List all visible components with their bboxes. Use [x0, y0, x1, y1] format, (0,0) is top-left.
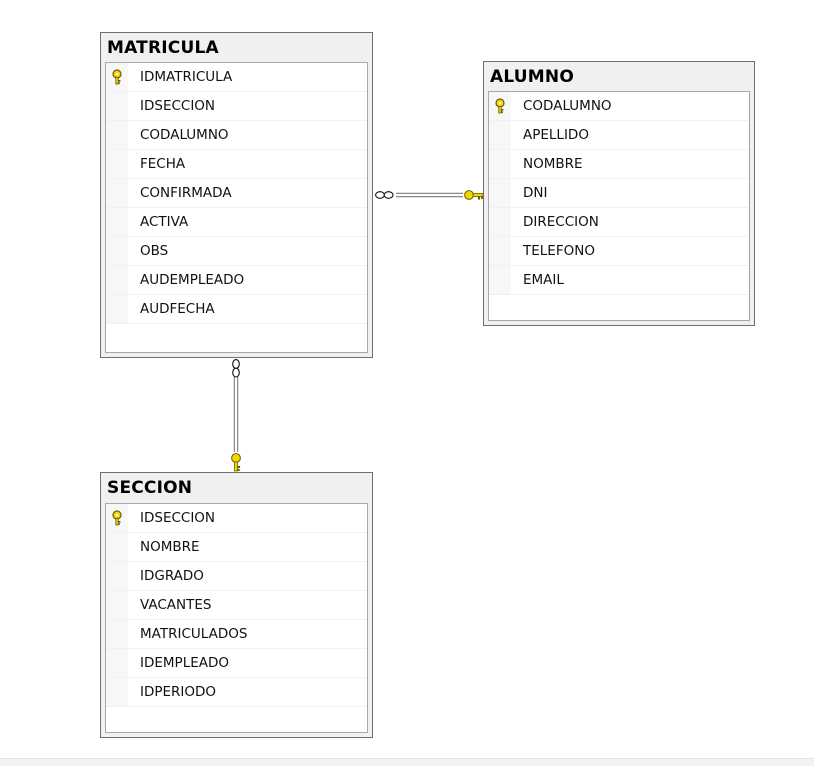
- field-row[interactable]: DIRECCION: [489, 208, 749, 237]
- field-name: VACANTES: [140, 597, 212, 613]
- table-title: ALUMNO: [490, 67, 574, 87]
- row-selector: [489, 237, 511, 265]
- field-name: CODALUMNO: [140, 127, 229, 143]
- row-selector: [106, 208, 128, 236]
- field-row[interactable]: IDSECCION: [106, 504, 367, 533]
- field-grid: CODALUMNO APELLIDO NOMBRE DNI DIRECCION …: [488, 91, 750, 321]
- field-row[interactable]: NOMBRE: [489, 150, 749, 179]
- field-row[interactable]: IDMATRICULA: [106, 63, 367, 92]
- field-row[interactable]: DNI: [489, 179, 749, 208]
- bottom-edge: [0, 758, 814, 766]
- field-name: DNI: [523, 185, 548, 201]
- row-selector: [489, 92, 511, 120]
- table-seccion[interactable]: SECCION IDSECCION NOMBRE: [100, 472, 373, 738]
- field-name: IDSECCION: [140, 510, 216, 526]
- key-icon: [112, 510, 122, 526]
- field-name: IDMATRICULA: [140, 69, 233, 85]
- field-name: NOMBRE: [523, 156, 583, 172]
- relationship-matricula-seccion[interactable]: [231, 359, 241, 472]
- row-selector: [106, 620, 128, 648]
- row-selector: [106, 266, 128, 294]
- field-name: CONFIRMADA: [140, 185, 232, 201]
- infinity-icon: [232, 359, 240, 378]
- row-selector: [106, 649, 128, 677]
- table-title: SECCION: [107, 478, 193, 498]
- field-row[interactable]: IDPERIODO: [106, 678, 367, 707]
- field-row[interactable]: TELEFONO: [489, 237, 749, 266]
- row-selector: [489, 208, 511, 236]
- table-matricula[interactable]: MATRICULA IDMATRICULA IDSECCION: [100, 32, 373, 358]
- field-row[interactable]: APELLIDO: [489, 121, 749, 150]
- field-name: IDGRADO: [140, 568, 204, 584]
- field-name: IDPERIODO: [140, 684, 217, 700]
- field-name: DIRECCION: [523, 214, 599, 230]
- row-selector: [106, 533, 128, 561]
- field-name: OBS: [140, 243, 169, 259]
- field-row[interactable]: IDEMPLEADO: [106, 649, 367, 678]
- row-selector: [106, 678, 128, 706]
- row-selector: [106, 179, 128, 207]
- relationship-matricula-alumno[interactable]: [375, 190, 484, 200]
- row-selector: [106, 591, 128, 619]
- field-row[interactable]: IDGRADO: [106, 562, 367, 591]
- field-row[interactable]: OBS: [106, 237, 367, 266]
- field-name: MATRICULADOS: [140, 626, 248, 642]
- field-row[interactable]: FECHA: [106, 150, 367, 179]
- row-selector: [106, 92, 128, 120]
- key-icon: [112, 69, 122, 85]
- field-row[interactable]: CODALUMNO: [489, 92, 749, 121]
- key-icon: [495, 98, 505, 114]
- field-name: IDSECCION: [140, 98, 216, 114]
- field-name: CODALUMNO: [523, 98, 612, 114]
- field-row[interactable]: AUDFECHA: [106, 295, 367, 324]
- row-selector: [106, 237, 128, 265]
- row-selector: [106, 504, 128, 532]
- field-row[interactable]: EMAIL: [489, 266, 749, 295]
- row-selector: [489, 121, 511, 149]
- field-row[interactable]: MATRICULADOS: [106, 620, 367, 649]
- field-name: TELEFONO: [523, 243, 595, 259]
- row-selector: [106, 562, 128, 590]
- field-row[interactable]: AUDEMPLEADO: [106, 266, 367, 295]
- field-name: FECHA: [140, 156, 186, 172]
- field-grid: IDSECCION NOMBRE IDGRADO VACANTES MATRIC…: [105, 503, 368, 733]
- row-selector: [489, 179, 511, 207]
- key-icon: [231, 453, 241, 472]
- row-selector: [106, 63, 128, 91]
- field-name: AUDFECHA: [140, 301, 215, 317]
- field-name: ACTIVA: [140, 214, 189, 230]
- row-selector: [106, 295, 128, 323]
- field-name: EMAIL: [523, 272, 564, 288]
- field-name: AUDEMPLEADO: [140, 272, 245, 288]
- field-row[interactable]: NOMBRE: [106, 533, 367, 562]
- field-name: NOMBRE: [140, 539, 200, 555]
- field-row[interactable]: CONFIRMADA: [106, 179, 367, 208]
- field-name: IDEMPLEADO: [140, 655, 230, 671]
- row-selector: [106, 121, 128, 149]
- infinity-icon: [375, 191, 394, 199]
- field-row[interactable]: IDSECCION: [106, 92, 367, 121]
- field-grid: IDMATRICULA IDSECCION CODALUMNO FECHA CO…: [105, 62, 368, 353]
- table-title: MATRICULA: [107, 38, 219, 58]
- table-alumno[interactable]: ALUMNO CODALUMNO APELLIDO: [483, 61, 755, 326]
- key-icon: [464, 190, 484, 200]
- field-name: APELLIDO: [523, 127, 589, 143]
- field-row[interactable]: CODALUMNO: [106, 121, 367, 150]
- field-row[interactable]: VACANTES: [106, 591, 367, 620]
- row-selector: [489, 266, 511, 294]
- row-selector: [106, 150, 128, 178]
- row-selector: [489, 150, 511, 178]
- field-row[interactable]: ACTIVA: [106, 208, 367, 237]
